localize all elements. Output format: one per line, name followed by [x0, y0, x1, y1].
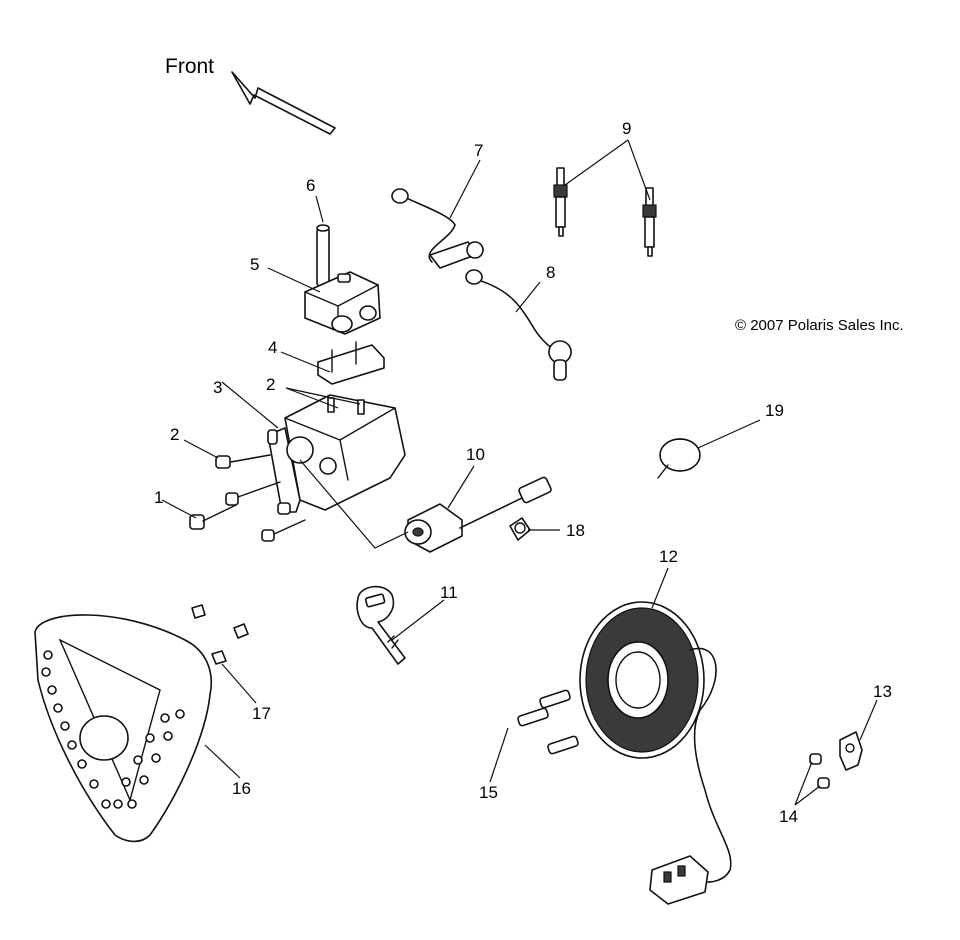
part-12-stator [579, 601, 732, 883]
callout-1: 1 [154, 488, 163, 507]
copyright-notice: © 2007 Polaris Sales Inc. [735, 317, 904, 334]
callout-19: 19 [765, 401, 784, 420]
callout-4: 4 [268, 338, 277, 357]
callout-10: 10 [466, 445, 485, 464]
leader-lines [161, 139, 878, 806]
callout-12: 12 [659, 547, 678, 566]
callout-2: 2 [170, 425, 179, 444]
part-2-bolt [215, 454, 271, 469]
part-16-shield [34, 614, 212, 843]
callout-5: 5 [250, 255, 259, 274]
callout-2: 2 [266, 375, 275, 394]
callout-14: 14 [779, 807, 798, 826]
callout-9: 9 [622, 119, 631, 138]
part-11-key [356, 585, 406, 665]
part-18-clip [509, 517, 531, 541]
part-19-cable-tie [657, 438, 701, 479]
callout-11: 11 [440, 583, 458, 602]
part-4-bracket [317, 341, 385, 385]
part-7-plug-lead [391, 188, 484, 269]
callout-6: 6 [306, 176, 315, 195]
part-3-mounting-plate [267, 394, 406, 513]
callout-3: 3 [213, 378, 222, 397]
part-5-ignition-coil [304, 271, 381, 335]
callout-8: 8 [546, 263, 555, 282]
part-1-bolts [189, 481, 306, 542]
front-arrow: Front [165, 55, 336, 135]
front-label: Front [165, 55, 214, 78]
callout-numbers: 1 2 2 3 4 5 6 7 8 9 10 11 12 13 14 15 16… [154, 119, 892, 826]
callout-16: 16 [232, 779, 251, 798]
part-14-screws [809, 753, 830, 789]
callout-7: 7 [474, 141, 483, 160]
part-17-fasteners [191, 604, 249, 665]
part-6-pin [316, 224, 330, 287]
callout-18: 18 [566, 521, 585, 540]
shield-holes [41, 650, 185, 809]
callout-15: 15 [479, 783, 498, 802]
part-10-ignition-switch [404, 476, 552, 553]
stator-connector [649, 855, 709, 905]
part-15-bolts [517, 689, 579, 755]
callout-13: 13 [873, 682, 892, 701]
callout-17: 17 [252, 704, 271, 723]
part-13-sensor [839, 731, 863, 771]
part-8-plug-lead [465, 269, 572, 381]
